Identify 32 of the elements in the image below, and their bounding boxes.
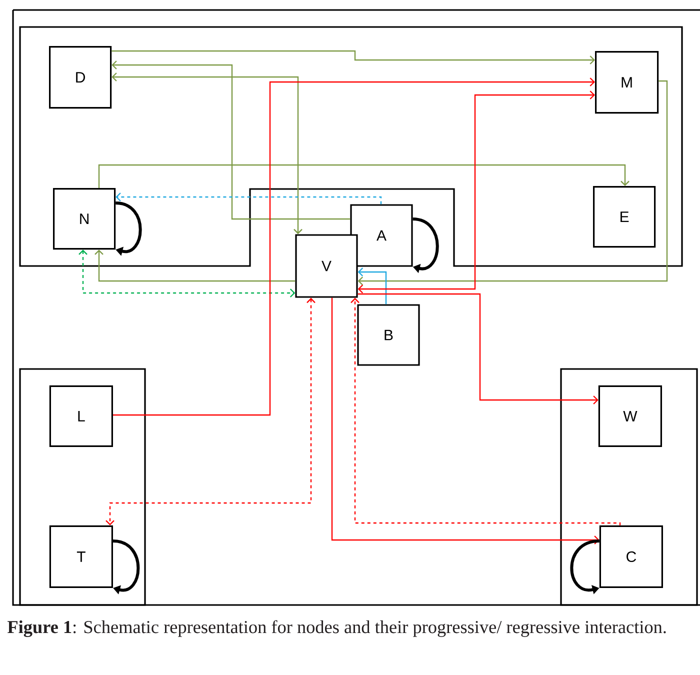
arrow (358, 80, 668, 286)
node-box: D (49, 46, 112, 109)
arrow (113, 78, 595, 416)
arrow (98, 164, 630, 188)
arrow (112, 72, 302, 234)
node-box: E (593, 186, 656, 248)
node-box: V (295, 234, 358, 298)
loop-arrow (412, 218, 439, 274)
node-box: L (49, 385, 113, 447)
arrow (106, 298, 316, 526)
caption: Figure 1: Schematic representation for nodes and their progressive/ regressive interaction. (8, 620, 666, 638)
arrow (358, 90, 595, 294)
node-box: T (49, 525, 113, 588)
node-box: N (53, 188, 116, 250)
arrow (78, 250, 296, 298)
arrow (112, 60, 350, 220)
arrow (94, 250, 296, 282)
node-box: A (350, 204, 413, 267)
group-frame (19, 368, 146, 606)
group-frame (560, 368, 698, 606)
arrow (331, 298, 600, 544)
arrow (116, 192, 382, 204)
node-box: C (599, 525, 663, 588)
arrow (112, 50, 595, 64)
node-box: W (598, 385, 662, 447)
loop-arrow (115, 202, 142, 256)
node-box: B (357, 304, 420, 366)
arrow (358, 293, 598, 404)
arrow (350, 298, 621, 526)
node-box: M (595, 51, 659, 114)
arrow (358, 268, 387, 304)
loop-arrow (112, 540, 140, 594)
